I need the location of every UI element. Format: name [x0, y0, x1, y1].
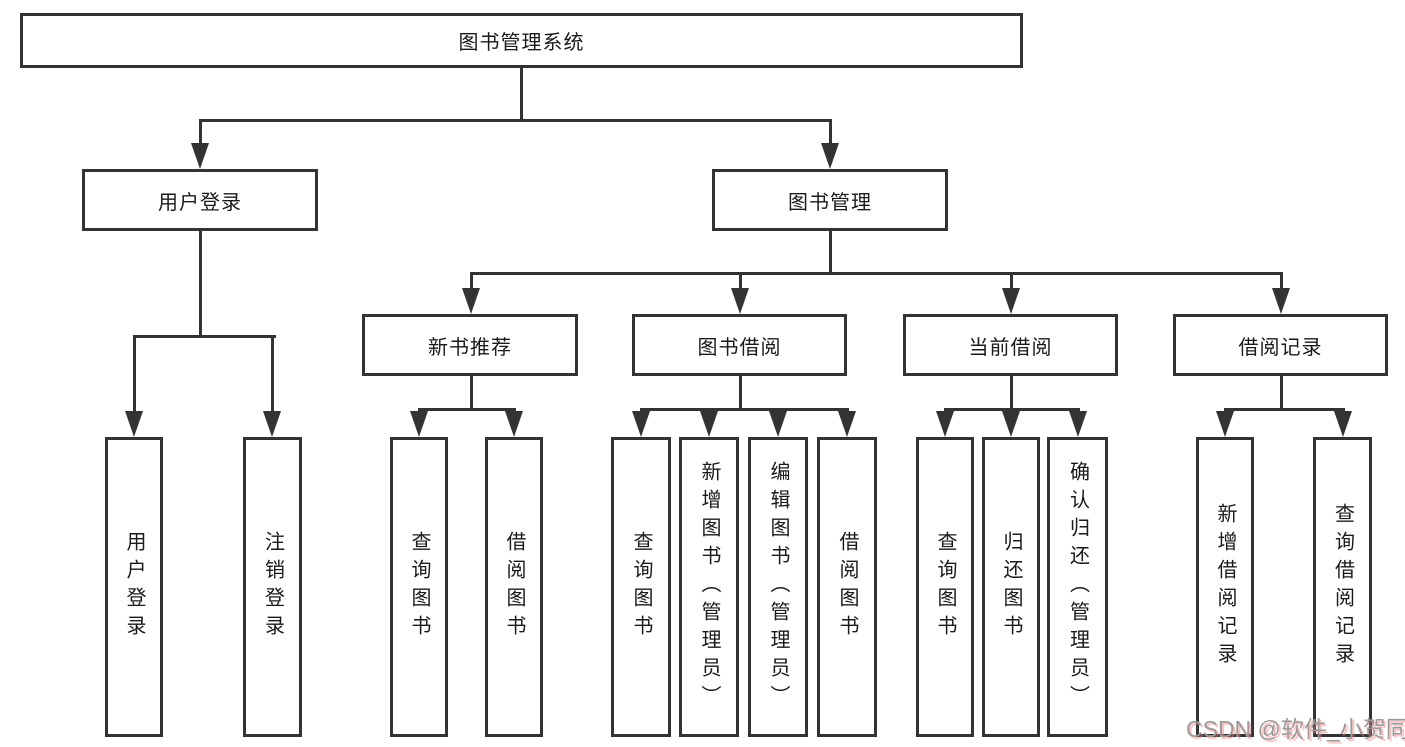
leaf-label: 借阅图书: [503, 531, 525, 643]
arrow-down-icon: [632, 411, 650, 437]
node-current-borrow: 当前借阅: [903, 314, 1118, 376]
leaf-label: 用户登录: [123, 531, 145, 643]
leaf-label: 查询借阅记录: [1331, 503, 1354, 671]
connector-root-bus: [198, 119, 832, 122]
connector-records-bus: [1223, 408, 1345, 411]
connector-book-mgmt-drop: [828, 119, 832, 147]
connector-borrow-bus: [639, 408, 849, 411]
arrow-down-icon: [1334, 411, 1352, 437]
arrow-down-icon: [410, 411, 428, 437]
leaf-query-books: 查询图书: [611, 437, 671, 737]
leaf-label: 查询图书: [408, 531, 430, 643]
leaf-logout: 注销登录: [243, 437, 302, 737]
node-root: 图书管理系统: [20, 13, 1023, 68]
node-borrow-records: 借阅记录: [1173, 314, 1388, 376]
leaf-label: 新增借阅记录: [1214, 503, 1236, 671]
connector-leaf-drop: [270, 335, 274, 415]
arrow-down-icon: [1002, 288, 1020, 314]
node-label: 图书借阅: [697, 336, 782, 359]
connector-newbook-stem: [469, 376, 473, 411]
leaf-label: 查询图书: [630, 531, 652, 643]
arrow-down-icon: [838, 411, 856, 437]
connector-book-group-stem: [828, 231, 832, 275]
connector-leaf-drop: [132, 335, 136, 415]
connector-l3-drop: [469, 272, 473, 292]
leaf-borrow-books: 借阅图书: [817, 437, 877, 737]
leaf-edit-books-admin: 编辑图书（管理员）: [748, 437, 808, 737]
arrow-down-icon: [1069, 411, 1087, 437]
arrow-down-icon: [936, 411, 954, 437]
node-book-management: 图书管理: [712, 169, 948, 231]
leaf-confirm-return-admin: 确认归还（管理员）: [1047, 437, 1108, 737]
leaf-label: 注销登录: [261, 531, 284, 643]
node-user-login: 用户登录: [82, 169, 318, 231]
arrow-down-icon: [769, 411, 787, 437]
leaf-return-books: 归还图书: [982, 437, 1040, 737]
node-new-book-recommend: 新书推荐: [362, 314, 578, 376]
node-label: 新书推荐: [428, 336, 512, 359]
leaf-label: 查询图书: [934, 531, 956, 643]
arrow-down-icon: [1002, 411, 1020, 437]
connector-user-login-drop: [198, 119, 202, 147]
leaf-borrow-books: 借阅图书: [485, 437, 543, 737]
node-label: 用户登录: [158, 191, 242, 214]
connector-newbook-bus: [417, 408, 516, 411]
arrow-down-icon: [1272, 288, 1290, 314]
connector-current-stem: [1009, 376, 1013, 411]
leaf-query-borrow-record: 查询借阅记录: [1313, 437, 1372, 737]
leaf-add-borrow-record: 新增借阅记录: [1196, 437, 1254, 737]
arrow-down-icon: [505, 411, 523, 437]
connector-user-group-bus: [132, 335, 276, 338]
leaf-label: 确认归还（管理员）: [1066, 461, 1089, 713]
arrow-down-icon: [462, 288, 480, 314]
leaf-label: 编辑图书（管理员）: [767, 461, 789, 713]
node-label: 图书管理: [788, 191, 872, 214]
arrow-down-icon: [191, 143, 209, 169]
node-label: 借阅记录: [1238, 336, 1323, 359]
connector-book-group-bus: [469, 272, 1283, 275]
connector-l3-drop: [738, 272, 742, 292]
leaf-label: 借阅图书: [836, 531, 858, 643]
arrow-down-icon: [731, 288, 749, 314]
node-root-label: 图书管理系统: [458, 32, 585, 54]
connector-l3-drop: [1009, 272, 1013, 292]
csdn-watermark: CSDN @软件_小贺同学: [1186, 716, 1405, 742]
arrow-down-icon: [700, 411, 718, 437]
leaf-label: 新增图书（管理员）: [698, 461, 720, 713]
arrow-down-icon: [125, 411, 143, 437]
connector-l3-drop: [1279, 272, 1283, 292]
leaf-add-books-admin: 新增图书（管理员）: [679, 437, 739, 737]
connector-records-stem: [1279, 376, 1283, 411]
arrow-down-icon: [263, 411, 281, 437]
connector-root-stem: [519, 66, 523, 122]
node-book-borrow: 图书借阅: [632, 314, 847, 376]
node-label: 当前借阅: [968, 336, 1053, 359]
arrow-down-icon: [821, 143, 839, 169]
leaf-user-login: 用户登录: [105, 437, 163, 737]
leaf-query-books: 查询图书: [916, 437, 974, 737]
connector-user-group-stem: [198, 231, 202, 338]
connector-borrow-stem: [738, 376, 742, 411]
leaf-label: 归还图书: [1000, 531, 1022, 643]
arrow-down-icon: [1216, 411, 1234, 437]
leaf-query-books: 查询图书: [390, 437, 448, 737]
